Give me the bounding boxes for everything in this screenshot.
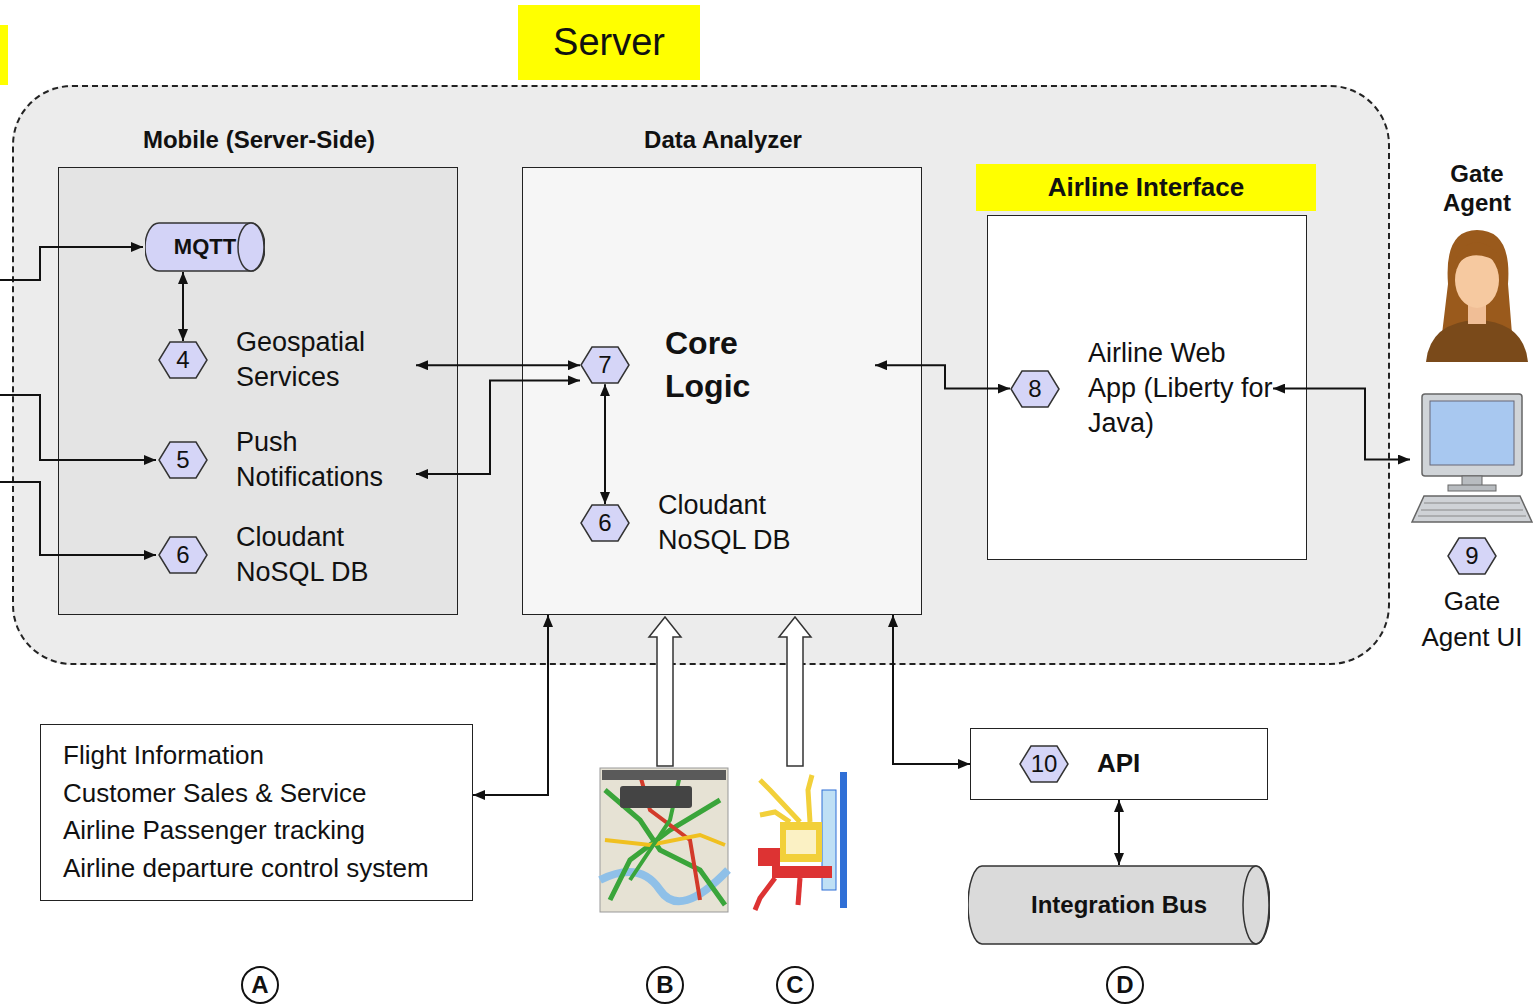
section-heading: Airline Interface [976,164,1316,211]
component-label: Core Logic [665,322,795,408]
cylinder-label: Integration Bus [1031,891,1207,919]
bus-cylinder: Integration Bus [968,865,1270,945]
person-icon [1418,222,1536,362]
component-group: Airline Interface8Airline Web App (Liber… [987,215,1307,560]
connector [473,615,548,795]
section-marker: A [241,966,279,1004]
section-marker: C [776,966,814,1004]
component-label: Airline Web App (Liberty for Java) [1088,336,1273,441]
server-region: ServerMobile (Server-Side)MQTT4Geospatia… [12,85,1390,665]
system-name: Customer Sales & Service [63,775,454,813]
connector [1273,389,1410,460]
gate-agent: Gate Agent [1418,160,1536,366]
callout-number: 5 [176,446,189,474]
callout-number: 8 [1028,375,1041,403]
cut-off-label [0,25,8,85]
section-letter: D [1116,971,1133,999]
incoming-lines [0,247,156,555]
callout-number: 4 [176,346,189,374]
cylinder-label: MQTT [174,234,236,260]
ui-label: Gate Agent UI [1410,583,1534,656]
section-letter: A [251,971,268,999]
callout-number: 10 [1031,750,1058,778]
core-logic: 7 Core Logic [580,322,875,408]
callout-hexagon: 5 [158,441,208,479]
connector [416,364,580,366]
computer-icon [1410,392,1534,527]
data-flow-arrows [649,617,811,766]
component-group: Mobile (Server-Side)MQTT4Geospatial Serv… [58,167,458,615]
actor-heading: Gate Agent [1418,160,1536,218]
source-systems: Flight InformationCustomer Sales & Servi… [40,724,473,901]
section-heading: Mobile (Server-Side) [59,120,459,160]
connector [182,272,184,341]
api-box: 10 API [970,728,1268,800]
service-item: 6 Cloudant NoSQL DB [158,520,416,590]
computer-figure [1410,392,1534,531]
callout-hexagon: 7 [580,346,630,384]
gate-agent-ui: 9Gate Agent UI [1410,392,1534,656]
callout-number: 9 [1465,542,1478,570]
callout-hexagon: 9 [1447,537,1497,575]
web-app: 8 Airline Web App (Liberty for Java) [1010,336,1273,441]
airport-map [755,772,847,910]
callout-number: 7 [598,351,611,379]
connector [1118,800,1120,865]
callout-number: 6 [176,541,189,569]
traffic-map [600,768,728,912]
connector [875,365,1010,388]
service-item: 5 Push Notifications [158,425,416,495]
section-marker: D [1106,966,1144,1004]
component-label: Cloudant NoSQL DB [236,520,416,590]
connector [893,615,970,764]
callout-hexagon: 6 [158,536,208,574]
callout-hexagon: 10 [1019,745,1069,783]
system-name: Flight Information [63,737,454,775]
service-item: 6 Cloudant NoSQL DB [580,488,838,558]
component-label: Push Notifications [236,425,416,495]
section-marker: B [646,966,684,1004]
callout-number: 6 [598,509,611,537]
callout-hexagon: 8 [1010,370,1060,408]
section-heading: Data Analyzer [523,120,923,160]
connector [604,384,606,504]
system-name: Airline Passenger tracking [63,812,454,850]
system-name: Airline departure control system [63,850,454,888]
component-label: Geospatial Services [236,325,416,395]
section-letter: B [656,971,673,999]
section-letter: C [786,971,803,999]
component-label: API [1097,747,1140,781]
service-item: 4 Geospatial Services [158,325,416,395]
callout-hexagon: 4 [158,341,208,379]
component-group: Data Analyzer7Core Logic6Cloudant NoSQL … [522,167,922,615]
callout-hexagon: 6 [580,504,630,542]
connector [416,380,580,474]
queue-cylinder: MQTT [145,222,265,272]
component-label: Cloudant NoSQL DB [658,488,838,558]
section-heading: Server [518,5,700,80]
person-figure [1418,222,1536,366]
